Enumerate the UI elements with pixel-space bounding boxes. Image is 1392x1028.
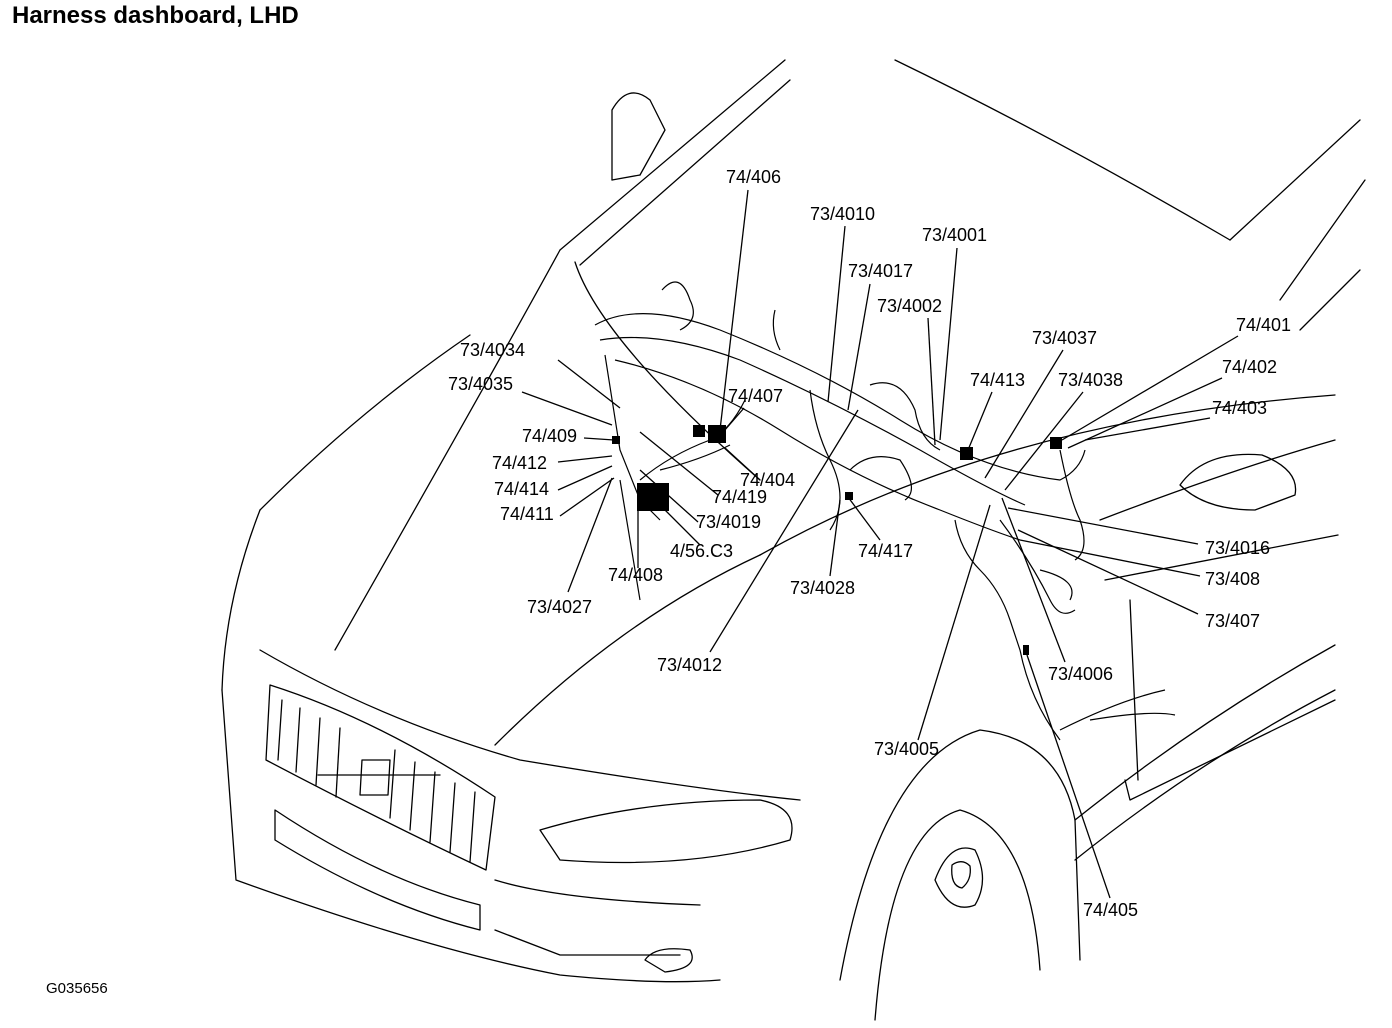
label-74-412: 74/412: [492, 453, 547, 473]
label-74-407: 74/407: [728, 386, 783, 406]
connectors: [612, 425, 1062, 655]
label-74-414: 74/414: [494, 479, 549, 499]
label-74-403: 74/403: [1212, 398, 1267, 418]
label-73-4027: 73/4027: [527, 597, 592, 617]
label-74-402: 74/402: [1222, 357, 1277, 377]
connector-74-417: [845, 492, 853, 500]
connector-4-56-c3: [637, 483, 669, 511]
label-73-4028: 73/4028: [790, 578, 855, 598]
callout-labels: 74/406 73/4010 73/4001 73/4017 73/4002 7…: [448, 167, 1291, 920]
label-74-401: 74/401: [1236, 315, 1291, 335]
label-4-56-c3: 4/56.C3: [670, 541, 733, 561]
label-73-4034: 73/4034: [460, 340, 525, 360]
label-73-408: 73/408: [1205, 569, 1260, 589]
label-74-409: 74/409: [522, 426, 577, 446]
label-73-4001: 73/4001: [922, 225, 987, 245]
car-body-outline: [221, 59, 1366, 1021]
label-73-4006: 73/4006: [1048, 664, 1113, 684]
connector-74-409: [612, 436, 620, 444]
label-74-406: 74/406: [726, 167, 781, 187]
label-73-4010: 73/4010: [810, 204, 875, 224]
label-74-405: 74/405: [1083, 900, 1138, 920]
label-73-4002: 73/4002: [877, 296, 942, 316]
label-74-411: 74/411: [500, 504, 554, 524]
connector-74-406: [693, 425, 705, 437]
diagram-title: Harness dashboard, LHD: [12, 2, 299, 29]
connector-74-405: [1023, 645, 1029, 655]
connector-74-413: [960, 447, 973, 460]
label-74-408: 74/408: [608, 565, 663, 585]
label-73-407: 73/407: [1205, 611, 1260, 631]
leader-lines: [521, 189, 1239, 899]
label-73-4019: 73/4019: [696, 512, 761, 532]
label-74-419: 74/419: [712, 487, 767, 507]
label-73-4012: 73/4012: [657, 655, 722, 675]
figure-id: G035656: [46, 980, 108, 997]
label-73-4017: 73/4017: [848, 261, 913, 281]
label-74-413: 74/413: [970, 370, 1025, 390]
connector-74-401: [1050, 437, 1062, 449]
label-73-4005: 73/4005: [874, 739, 939, 759]
connector-74-407: [708, 425, 726, 443]
label-73-4038: 73/4038: [1058, 370, 1123, 390]
label-73-4037: 73/4037: [1032, 328, 1097, 348]
label-74-404: 74/404: [740, 470, 795, 490]
label-74-417: 74/417: [858, 541, 913, 561]
label-73-4035: 73/4035: [448, 374, 513, 394]
label-73-4016: 73/4016: [1205, 538, 1270, 558]
